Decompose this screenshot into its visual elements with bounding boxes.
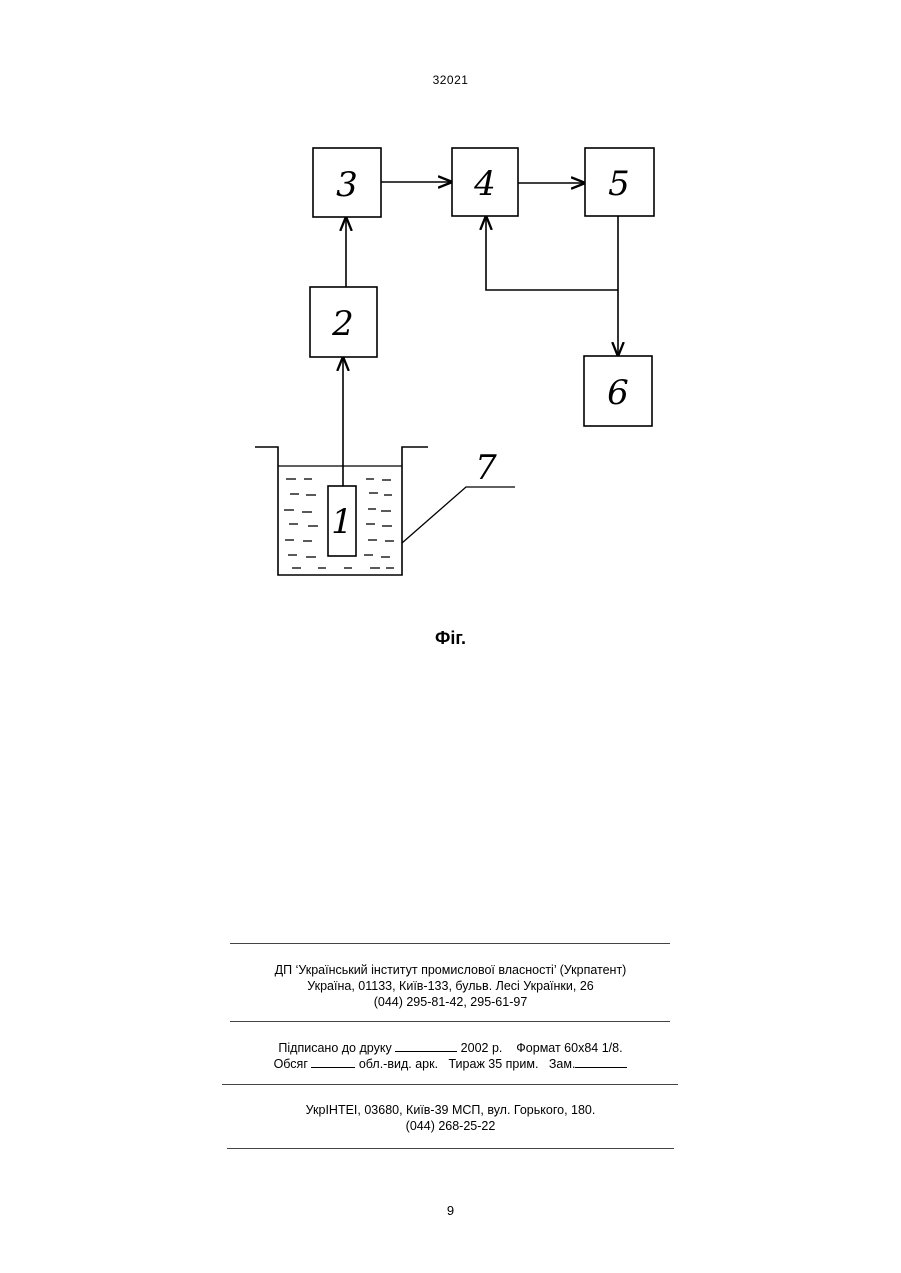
figure-caption: Фіг.	[0, 628, 901, 649]
block-5-label: 5	[608, 164, 630, 204]
printer-phone: (044) 268-25-22	[0, 1118, 901, 1134]
block-6-label: 6	[607, 373, 629, 413]
divider	[227, 1148, 674, 1149]
print-info-line-2: Обсяг обл.-вид. арк. Тираж 35 прим. Зам.	[0, 1056, 901, 1072]
print-info-line-1: Підписано до друку 2002 р. Формат 60х84 …	[0, 1040, 901, 1056]
block-4-label: 4	[473, 164, 496, 204]
order-label: Зам.	[549, 1057, 576, 1071]
circulation: Тираж 35 прим.	[448, 1057, 538, 1071]
volume-label: Обсяг	[274, 1057, 308, 1071]
format-info: Формат 60х84 1/8.	[516, 1041, 622, 1055]
leader-line-7	[402, 487, 515, 543]
signed-year: 2002 р.	[461, 1041, 503, 1055]
divider	[230, 1021, 670, 1022]
vessel-label: 7	[475, 448, 497, 488]
printer-address: УкрІНТЕІ, 03680, Київ-39 МСП, вул. Горьк…	[0, 1102, 901, 1118]
publisher-phone: (044) 295-81-42, 295-61-97	[0, 994, 901, 1010]
signed-label: Підписано до друку	[278, 1041, 391, 1055]
print-info: Підписано до друку 2002 р. Формат 60х84 …	[0, 1040, 901, 1072]
divider	[222, 1084, 678, 1085]
page-number: 9	[0, 1203, 901, 1218]
feedback-5-to-4	[486, 217, 618, 290]
block-3-label: 3	[336, 165, 358, 205]
printer-info: УкрІНТЕІ, 03680, Київ-39 МСП, вул. Горьк…	[0, 1102, 901, 1134]
volume-blank	[311, 1056, 355, 1068]
publisher-name: ДП ‘Український інститут промислової вла…	[0, 962, 901, 978]
publisher-info: ДП ‘Український інститут промислової вла…	[0, 962, 901, 1010]
volume-unit: обл.-вид. арк.	[359, 1057, 438, 1071]
block-diagram: 3 4 5 2 6 1 7	[0, 0, 901, 620]
publisher-address: Україна, 01133, Київ-133, бульв. Лесі Ук…	[0, 978, 901, 994]
divider	[230, 943, 670, 944]
block-1-label: 1	[331, 502, 353, 542]
order-blank	[575, 1056, 627, 1068]
signed-date-blank	[395, 1040, 457, 1052]
block-2-label: 2	[331, 304, 354, 344]
